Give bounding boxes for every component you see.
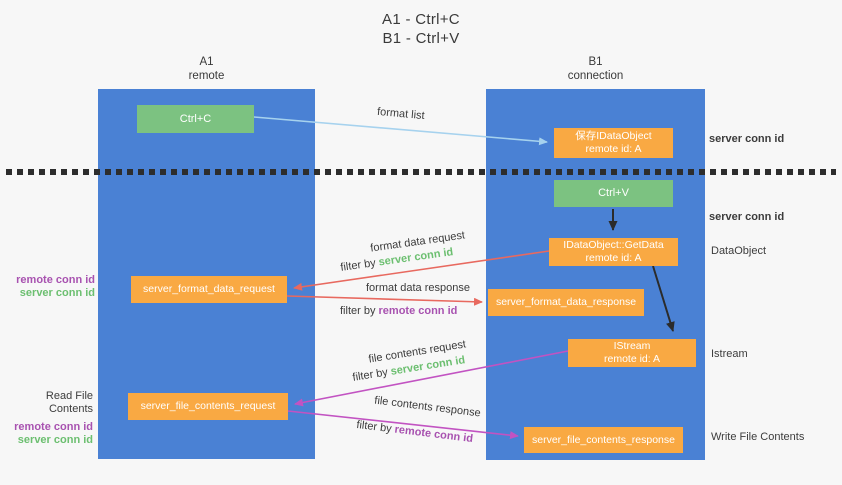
edge-label-file-contents-response: file contents response — [373, 394, 482, 420]
idataobject-getdata-node: IDataObject::GetData remote id: A — [549, 238, 678, 266]
getdata-line2: remote id: A — [585, 252, 642, 264]
column-b1-subtitle: connection — [567, 70, 624, 82]
remote-conn-id-label: remote conn id — [16, 274, 95, 286]
side-label-conn-ids-format: remote conn id server conn id — [0, 274, 95, 300]
istream-line1: IStream — [613, 340, 651, 352]
ctrl-v-node: Ctrl+V — [554, 180, 673, 207]
getdata-line1: IDataObject::GetData — [563, 239, 664, 251]
ctrl-c-node: Ctrl+C — [137, 105, 254, 133]
server-format-data-request-node: server_format_data_request — [131, 276, 287, 303]
server-file-contents-response-node: server_file_contents_response — [524, 427, 683, 453]
filter-by-text: filter by — [355, 418, 396, 436]
remote-conn-id-text: remote conn id — [393, 423, 474, 446]
session-divider-dotted-line — [6, 169, 836, 175]
column-header-a1: A1 remote — [98, 55, 315, 83]
read-file-contents-label: Read File Contents — [45, 390, 93, 415]
diagram-title: A1 - Ctrl+C B1 - Ctrl+V — [0, 10, 842, 48]
edge-label-filter-by-remote-conn-id-1: filter by remote conn id — [340, 305, 457, 317]
server-file-contents-request-node: server_file_contents_request — [128, 393, 288, 420]
side-label-server-conn-id-mid: server conn id — [709, 211, 785, 223]
edge-label-format-list: format list — [376, 105, 426, 123]
server-format-data-response-node: server_format_data_response — [488, 289, 644, 316]
save-idataobject-line1: 保存IDataObject — [575, 130, 652, 142]
save-idataobject-line2: remote id: A — [585, 143, 642, 155]
edge-label-filter-by-remote-conn-id-2: filter by remote conn id — [356, 419, 474, 445]
server-conn-id-label: server conn id — [19, 287, 95, 299]
title-line-2: B1 - Ctrl+V — [382, 30, 460, 47]
istream-line2: remote id: A — [603, 353, 661, 365]
filter-by-text: filter by — [339, 256, 380, 274]
ctrl-v-label: Ctrl+V — [598, 187, 629, 199]
istream-node: IStream remote id: A — [568, 339, 696, 367]
side-label-server-conn-id-top: server conn id — [709, 133, 785, 145]
title-line-1: A1 - Ctrl+C — [382, 11, 460, 28]
server-file-contents-request-label: server_file_contents_request — [140, 400, 276, 412]
server-conn-id-label: server conn id — [17, 434, 93, 446]
column-a1-title: A1 — [199, 56, 214, 68]
edge-label-format-data-response: format data response — [366, 282, 470, 294]
column-header-b1: B1 connection — [486, 55, 705, 83]
filter-by-text: filter by — [340, 305, 379, 317]
column-b1-title: B1 — [588, 56, 603, 68]
server-format-data-response-label: server_format_data_response — [495, 296, 637, 308]
side-label-istream: Istream — [711, 348, 748, 360]
side-label-write-file-contents: Write File Contents — [711, 431, 805, 443]
ctrl-c-label: Ctrl+C — [179, 112, 212, 125]
side-label-dataobject: DataObject — [711, 245, 767, 257]
format-data-response-arrow — [286, 295, 483, 306]
server-file-contents-response-label: server_file_contents_response — [531, 433, 675, 446]
column-a1-subtitle: remote — [188, 70, 225, 82]
remote-conn-id-label: remote conn id — [14, 421, 93, 433]
filter-by-text: filter by — [351, 365, 392, 384]
side-label-read-file-contents-block: Read File Contents remote conn id server… — [0, 390, 93, 447]
remote-conn-id-text: remote conn id — [378, 305, 458, 317]
save-idataobject-node: 保存IDataObject remote id: A — [554, 128, 673, 158]
server-format-data-request-label: server_format_data_request — [143, 283, 275, 295]
